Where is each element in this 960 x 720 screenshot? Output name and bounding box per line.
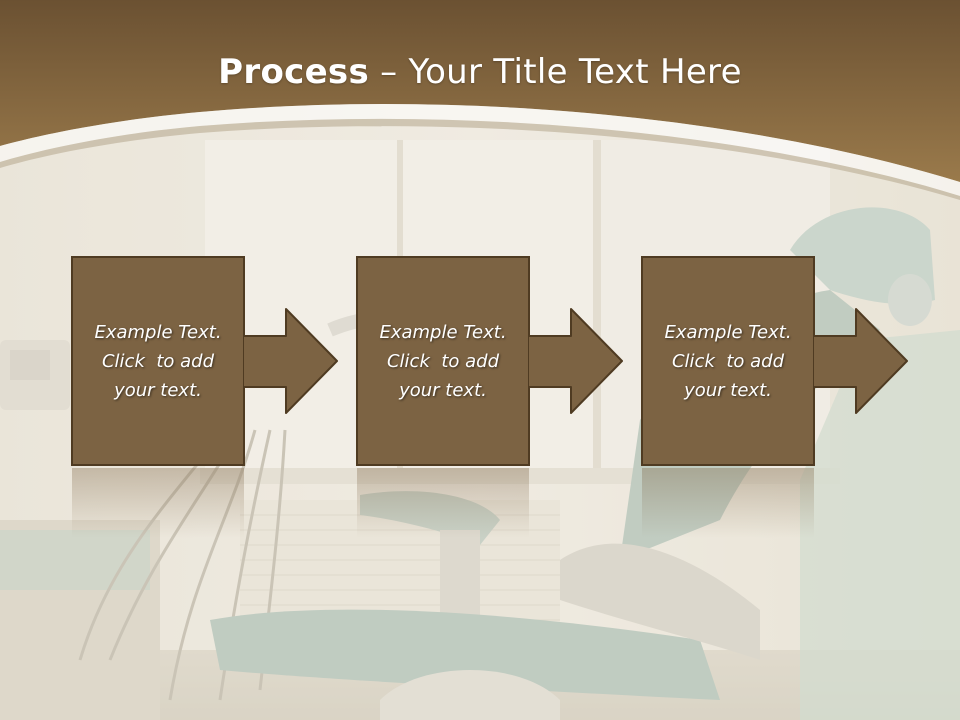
step-text-line: Click to add bbox=[101, 350, 214, 372]
process-step-3[interactable] bbox=[641, 256, 908, 466]
step-text-line: Example Text. bbox=[664, 321, 792, 343]
process-step-1[interactable] bbox=[71, 256, 338, 466]
step-box[interactable] bbox=[356, 256, 530, 466]
title-bold-text: Process bbox=[218, 52, 370, 92]
step-text-line: your text. bbox=[114, 379, 202, 401]
step-text-line: Click to add bbox=[671, 350, 784, 372]
step-3-text[interactable]: Example Text. Click to add your text. bbox=[642, 257, 814, 465]
step-text-line: your text. bbox=[399, 379, 487, 401]
title-separator: – bbox=[369, 52, 409, 92]
right-arrow-icon bbox=[529, 308, 623, 414]
step-1-text[interactable]: Example Text. Click to add your text. bbox=[72, 257, 244, 465]
step-text-line: Example Text. bbox=[379, 321, 507, 343]
right-arrow-icon bbox=[244, 308, 338, 414]
step-box[interactable] bbox=[71, 256, 245, 466]
process-step-2[interactable] bbox=[356, 256, 623, 466]
header-band bbox=[0, 0, 960, 200]
slide-title[interactable]: Process – Your Title Text Here bbox=[0, 52, 960, 92]
right-arrow-icon bbox=[814, 308, 908, 414]
step-text-line: your text. bbox=[684, 379, 772, 401]
step-box[interactable] bbox=[641, 256, 815, 466]
step-text-line: Click to add bbox=[386, 350, 499, 372]
step-text-line: Example Text. bbox=[94, 321, 222, 343]
title-rest-text: Your Title Text Here bbox=[408, 52, 742, 92]
box-reflections bbox=[72, 468, 814, 538]
step-2-text[interactable]: Example Text. Click to add your text. bbox=[357, 257, 529, 465]
